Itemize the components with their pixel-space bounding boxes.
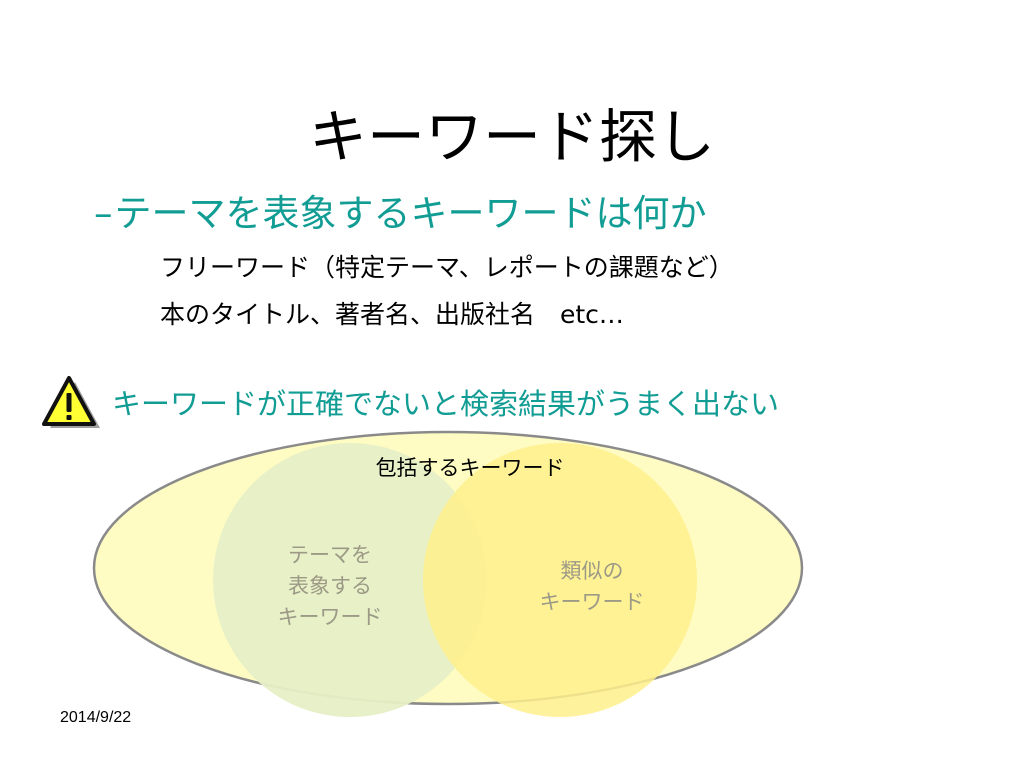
left-circle-label: テーマを 表象する キーワード: [230, 540, 430, 633]
left-circle-label-line: キーワード: [277, 605, 383, 629]
slide-title: キーワード探し: [308, 102, 715, 171]
warning-triangle-icon: [42, 376, 102, 430]
left-circle-label-line: テーマを: [288, 543, 372, 567]
warning-text: キーワードが正確でないと検索結果がうまく出ない: [112, 387, 780, 421]
right-circle: [423, 443, 697, 717]
subhead-text: テーマを表象するキーワードは何か: [114, 192, 707, 235]
right-circle-label-line: 類似の: [560, 559, 624, 583]
right-circle-label: 類似の キーワード: [492, 556, 692, 618]
body-line-freeword: フリーワード（特定テーマ、レポートの課題など）: [160, 253, 734, 282]
subhead-dash: –: [94, 192, 113, 235]
body-line-title-author: 本のタイトル、著者名、出版社名 etc…: [160, 300, 624, 329]
left-circle: [213, 443, 487, 717]
outer-ellipse-label: 包括するキーワード: [375, 456, 565, 480]
right-circle-label-line: キーワード: [539, 590, 645, 614]
left-circle-label-line: 表象する: [288, 574, 372, 598]
footer-date: 2014/9/22: [60, 709, 132, 726]
subhead: –テーマを表象するキーワードは何か: [94, 186, 707, 242]
